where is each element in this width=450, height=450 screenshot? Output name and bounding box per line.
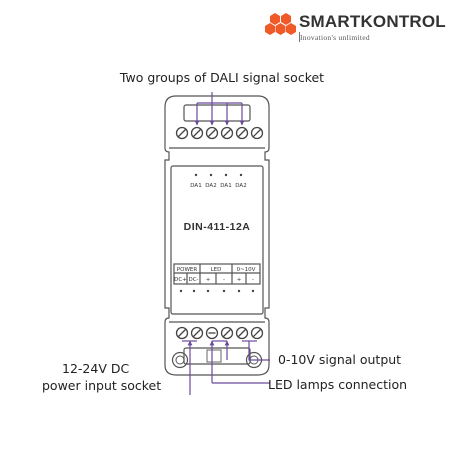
power-led-output-terminals [175,326,264,340]
terminal-screw [220,126,234,140]
brand-tagline: Inovation's unlimited [300,33,370,42]
dali-label-3: DA1 [220,183,231,189]
output-callout-label: 0-10V signal output [278,352,401,367]
terminal-screw [235,126,249,140]
terminal-label-led-plus: + [206,277,211,283]
terminal-label-out-plus: + [237,277,242,283]
power-group-label: POWER [177,267,198,273]
led-callout-label: LED lamps connection [268,377,407,392]
terminal-screw [250,126,264,140]
mounting-hole-left [171,351,189,369]
dali-arrows [194,92,245,126]
terminal-screw [190,326,204,340]
terminal-label-dc-plus: DC+ [174,277,187,283]
led-group-label: LED [211,267,222,273]
terminal-label-dc-minus: DC- [188,277,198,283]
terminal-screw [235,326,249,340]
device-model-label: DIN-411-12A [184,221,251,233]
terminal-screw [190,126,204,140]
callout-arrows [182,340,270,395]
terminal-screw [175,326,189,340]
power-callout-line1: 12-24V DC [62,361,129,376]
device-body [164,95,270,376]
terminal-screw [250,326,264,340]
dali-indicator-dots [194,173,243,177]
brand-logo: SMARTKONTROL Inovation's unlimited [265,8,446,48]
hexagon-cluster-icon [265,13,296,35]
dali-callout-label: Two groups of DALI signal socket [119,70,324,85]
brand-divider [299,32,300,42]
brand-name: SMARTKONTROL [299,12,446,31]
dali-label-1: DA1 [190,183,201,189]
terminal-screw [220,326,234,340]
terminal-label-out-minus: - [252,277,254,283]
dali-label-4: DA2 [235,183,246,189]
power-callout-line2: power input socket [42,378,161,393]
terminal-screw [175,126,189,140]
dali-terminals [175,126,264,140]
dali-label-2: DA2 [205,183,216,189]
clip-tab [206,349,222,363]
terminal-screw [205,326,219,340]
bottom-indicator-dots [179,289,255,293]
terminal-screw [205,126,219,140]
output-group-label: 0~10V [237,267,256,273]
terminal-label-led-minus: - [223,277,225,283]
